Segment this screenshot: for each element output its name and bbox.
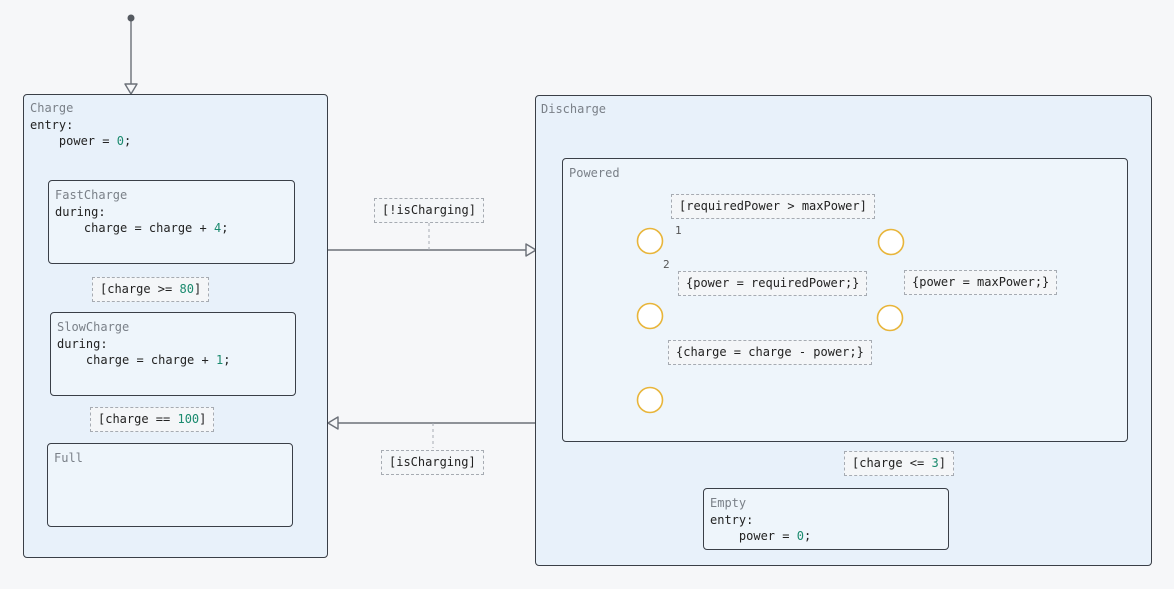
state-charge-name: Charge — [30, 101, 74, 115]
junction-over-max[interactable] — [877, 228, 905, 256]
transition-label-not-charging[interactable]: [!isCharging] — [374, 198, 484, 223]
transition-label-set-max[interactable]: {power = maxPower;} — [904, 270, 1058, 295]
junction-entry[interactable] — [636, 227, 664, 255]
transition-label-charge-eq-100[interactable]: [charge == 100] — [90, 407, 215, 432]
junction-merge[interactable] — [636, 302, 664, 330]
transition-label-charge-ge-80[interactable]: [charge >= 80] — [92, 277, 210, 302]
state-slow-charge[interactable]: SlowCharge during: charge = charge + 1; — [50, 312, 296, 396]
junction-max-action[interactable] — [876, 304, 904, 332]
state-slow-charge-action: during: charge = charge + 1; — [57, 337, 231, 367]
state-full-name: Full — [54, 451, 83, 465]
transition-priority-1: 1 — [675, 224, 682, 237]
transition-label-set-required[interactable]: {power = requiredPower;} — [678, 271, 868, 296]
state-full[interactable]: Full — [47, 443, 293, 527]
state-fast-charge-name: FastCharge — [55, 188, 128, 202]
state-charge-action-keyword: entry: — [30, 118, 74, 132]
transition-label-is-charging[interactable]: [isCharging] — [381, 450, 484, 475]
state-empty-name: Empty — [710, 496, 747, 510]
state-fast-charge-action: during: charge = charge + 4; — [55, 205, 229, 235]
state-fast-charge[interactable]: FastCharge during: charge = charge + 4; — [48, 180, 295, 264]
state-slow-charge-name: SlowCharge — [57, 320, 130, 334]
state-empty-action: entry: power = 0; — [710, 513, 812, 543]
state-charge-action: entry: power = 0; — [30, 118, 132, 148]
state-empty[interactable]: Empty entry: power = 0; — [703, 488, 949, 550]
transition-priority-2: 2 — [663, 258, 670, 271]
state-powered-name: Powered — [569, 166, 620, 180]
state-discharge-name: Discharge — [541, 102, 607, 116]
transition-label-charge-le-3[interactable]: [charge <= 3] — [844, 451, 954, 476]
transition-label-over-max[interactable]: [requiredPower > maxPower] — [671, 194, 875, 219]
transition-label-consume[interactable]: {charge = charge - power;} — [668, 340, 872, 365]
junction-terminal[interactable] — [636, 386, 664, 414]
